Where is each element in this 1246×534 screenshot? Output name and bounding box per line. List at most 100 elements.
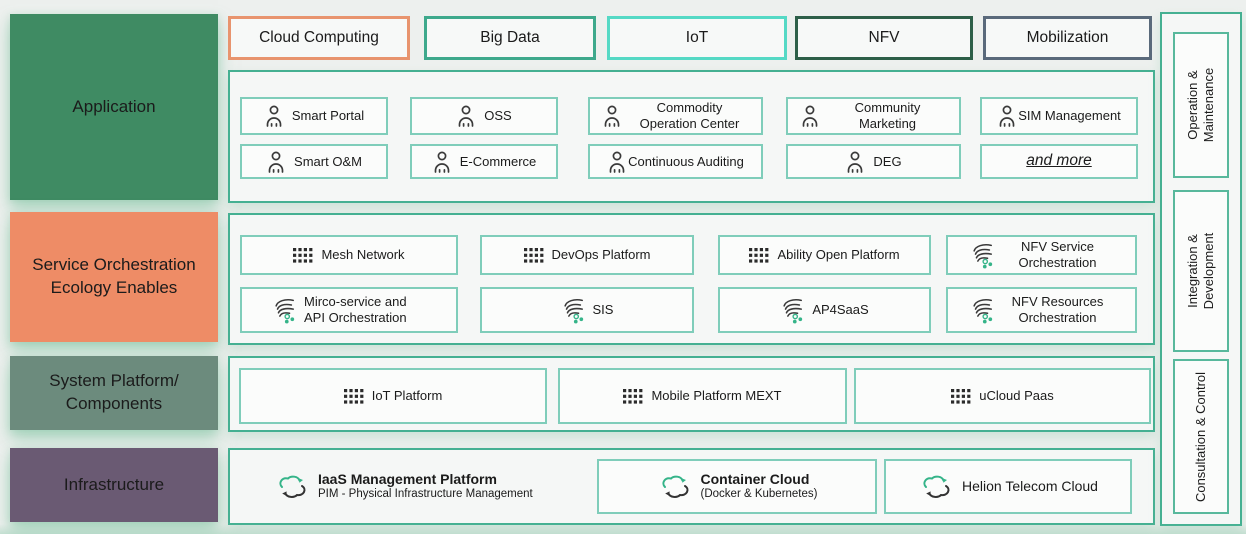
infra-item-title: Helion Telecom Cloud <box>962 478 1098 495</box>
tag-big-data: Big Data <box>424 16 596 60</box>
app-grid-icon <box>293 248 313 263</box>
sys-item-label: IoT Platform <box>371 388 443 404</box>
person-icon <box>845 151 865 173</box>
infra-item-helion-telecom-cloud: Helion Telecom Cloud <box>884 459 1132 514</box>
app-grid-icon <box>524 248 544 263</box>
app-item-label: and more <box>1026 152 1092 170</box>
infra-item-iaas-management: IaaS Management Platform PIM - Physical … <box>270 459 600 514</box>
rail-label: Integration & Development <box>1184 232 1216 310</box>
tag-label: NFV <box>868 29 900 46</box>
section-application: Smart Portal OSS Commodity Operation Cen… <box>228 70 1155 203</box>
sidebar-block-application: Application <box>10 14 218 200</box>
infra-item-title: Container Cloud <box>700 471 810 488</box>
sidebar-label: Service Orchestration Ecology Enables <box>32 255 196 297</box>
rail-label: Operation & Maintenance <box>1184 67 1216 143</box>
svc-item-ability-open-platform: Ability Open Platform <box>718 235 931 275</box>
infra-item-text: Container Cloud (Docker & Kubernetes) <box>701 471 818 502</box>
person-icon <box>266 151 286 173</box>
app-item-smart-portal: Smart Portal <box>240 97 388 135</box>
rail-label: Consultation & Control <box>1192 371 1208 502</box>
tag-iot: IoT <box>607 16 787 60</box>
infra-item-subtitle: PIM - Physical Infrastructure Management <box>318 488 533 500</box>
infra-item-title: IaaS Management Platform <box>318 471 497 488</box>
app-grid-icon <box>623 389 643 404</box>
section-service-orchestration: Mesh Network DevOps Platform Ability Ope… <box>228 213 1155 345</box>
app-item-deg: DEG <box>786 144 961 179</box>
sidebar-label: Application <box>72 96 156 116</box>
person-icon <box>264 105 284 127</box>
tag-label: Big Data <box>480 29 540 46</box>
person-icon <box>607 151 627 173</box>
app-item-label: Smart Portal <box>291 108 365 124</box>
rail-box-integration-development: Integration & Development <box>1173 190 1229 352</box>
tag-cloud-computing: Cloud Computing <box>228 16 410 60</box>
infra-item-text: IaaS Management Platform PIM - Physical … <box>318 471 533 502</box>
app-item-and-more: and more <box>980 144 1138 179</box>
infra-item-subtitle: (Docker & Kubernetes) <box>700 488 818 500</box>
sys-item-iot-platform: IoT Platform <box>239 368 547 424</box>
person-icon <box>800 105 820 127</box>
sys-item-mobile-platform-mext: Mobile Platform MEXT <box>558 368 847 424</box>
tag-label: Cloud Computing <box>259 29 379 46</box>
section-infrastructure: IaaS Management Platform PIM - Physical … <box>228 448 1155 525</box>
infra-item-container-cloud: Container Cloud (Docker & Kubernetes) <box>597 459 877 514</box>
person-icon <box>602 105 622 127</box>
sys-item-ucloud-paas: uCloud Paas <box>854 368 1151 424</box>
app-item-oss: OSS <box>410 97 558 135</box>
svc-item-nfv-resources-orchestration: NFV Resources Orchestration <box>946 287 1137 333</box>
person-icon <box>997 105 1017 127</box>
svc-item-label: Mirco-service and API Orchestration <box>304 294 407 325</box>
cloud-sync-icon <box>274 474 310 500</box>
svc-item-mesh-network: Mesh Network <box>240 235 458 275</box>
sidebar-block-service-orchestration: Service Orchestration Ecology Enables <box>10 212 218 342</box>
svc-item-label: Mesh Network <box>321 247 405 263</box>
app-item-commodity-operation-center: Commodity Operation Center <box>588 97 763 135</box>
svc-item-microservice-api-orchestration: Mirco-service and API Orchestration <box>240 287 458 333</box>
app-item-label: DEG <box>873 153 902 169</box>
svc-item-nfv-service-orchestration: NFV Service Orchestration <box>946 235 1137 275</box>
sidebar-block-infrastructure: Infrastructure <box>10 448 218 522</box>
app-item-label: SIM Management <box>1018 108 1121 124</box>
app-item-label: Continuous Auditing <box>628 153 744 169</box>
sidebar-block-system-platform: System Platform/ Components <box>10 356 218 430</box>
tag-nfv: NFV <box>795 16 973 60</box>
svc-item-sis: SIS <box>480 287 694 333</box>
sys-item-label: Mobile Platform MEXT <box>651 388 782 404</box>
orchestration-waves-icon <box>970 297 994 324</box>
right-rail: Operation & Maintenance Integration & De… <box>1160 12 1242 526</box>
cloud-sync-icon <box>918 474 954 500</box>
section-system-platform: IoT Platform Mobile Platform MEXT uCloud… <box>228 356 1155 432</box>
svc-item-label: DevOps Platform <box>551 247 651 263</box>
orchestration-waves-icon <box>561 297 585 324</box>
rail-box-operation-maintenance: Operation & Maintenance <box>1173 32 1229 178</box>
app-item-community-marketing: Community Marketing <box>786 97 961 135</box>
tag-mobilization: Mobilization <box>983 16 1152 60</box>
rail-box-consultation-control: Consultation & Control <box>1173 359 1229 514</box>
sidebar-label: Infrastructure <box>63 474 165 494</box>
app-item-label: Community Marketing <box>854 100 921 131</box>
app-item-e-commerce: E-Commerce <box>410 144 558 179</box>
app-item-continuous-auditing: Continuous Auditing <box>588 144 763 179</box>
svc-item-label: NFV Resources Orchestration <box>1011 294 1104 325</box>
app-item-label: Smart O&M <box>294 153 362 169</box>
app-item-label: OSS <box>484 108 512 124</box>
svc-item-devops-platform: DevOps Platform <box>480 235 694 275</box>
sys-item-label: uCloud Paas <box>979 388 1054 404</box>
person-icon <box>456 105 476 127</box>
app-grid-icon <box>749 248 769 263</box>
app-item-label: E-Commerce <box>459 153 537 169</box>
app-grid-icon <box>344 389 364 404</box>
sidebar-label: System Platform/ Components <box>49 371 179 413</box>
person-icon <box>432 151 452 173</box>
cloud-sync-icon <box>657 474 693 500</box>
svc-item-ap4saas: AP4SaaS <box>718 287 931 333</box>
tag-label: Mobilization <box>1026 29 1109 46</box>
svc-item-label: AP4SaaS <box>812 302 869 318</box>
svc-item-label: Ability Open Platform <box>777 247 900 263</box>
orchestration-waves-icon <box>272 297 296 324</box>
tag-label: IoT <box>685 29 709 46</box>
svc-item-label: SIS <box>592 302 614 318</box>
svc-item-label: NFV Service Orchestration <box>1018 239 1097 270</box>
app-item-sim-management: SIM Management <box>980 97 1138 135</box>
orchestration-waves-icon <box>780 297 804 324</box>
